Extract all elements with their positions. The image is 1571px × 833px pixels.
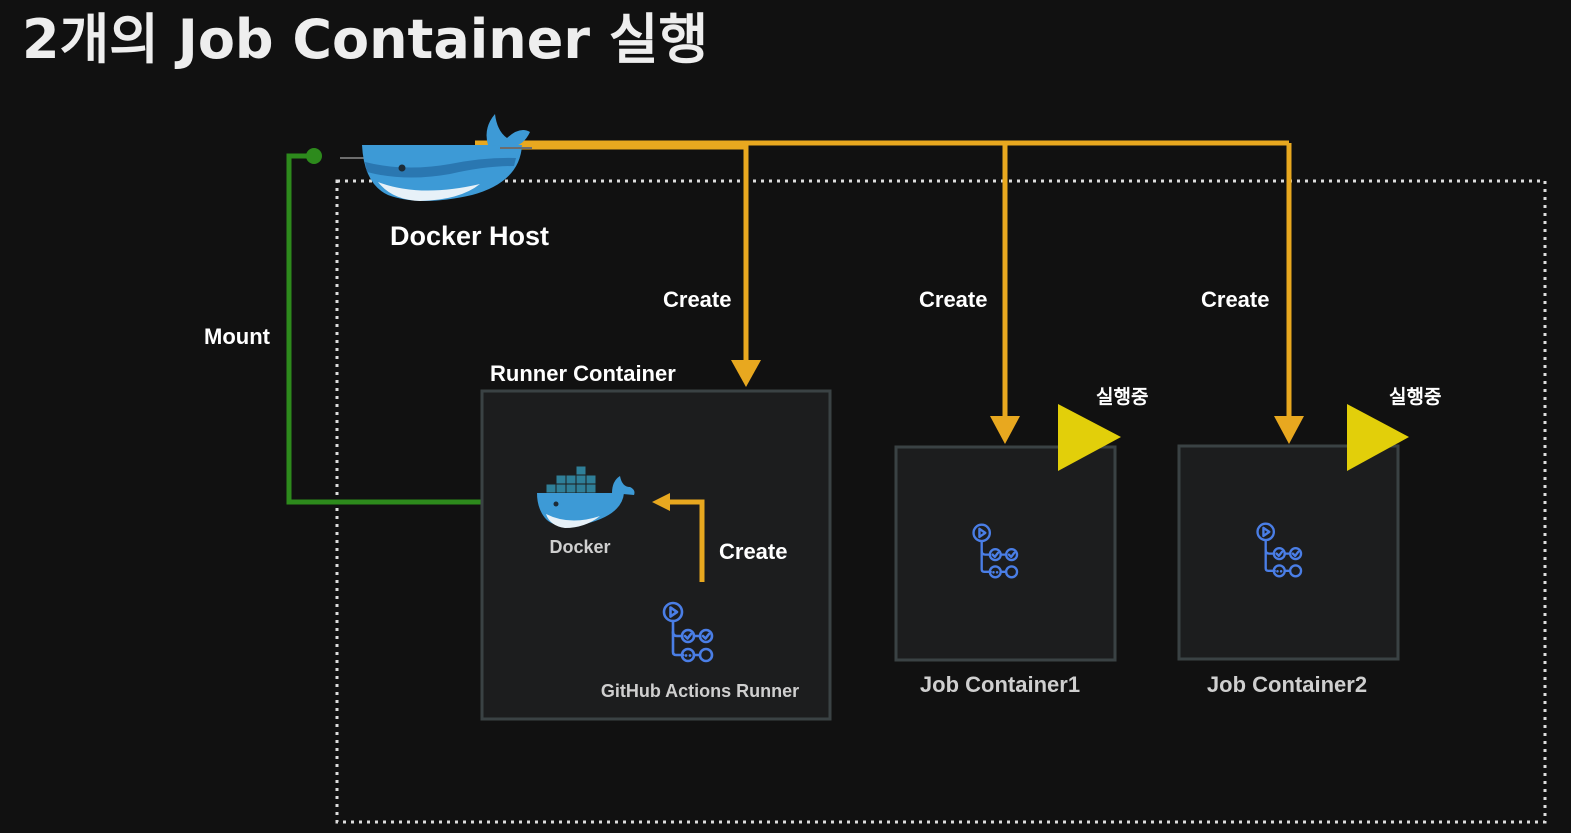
running-triangle-icon: [1058, 404, 1121, 471]
docker-whale-icon: [537, 465, 635, 528]
mount-line: [286, 153, 498, 505]
create-arrows: [475, 140, 1304, 444]
docker-label: Docker: [549, 537, 610, 557]
create-label-job2: Create: [1201, 287, 1269, 312]
page-title: 2개의 Job Container 실행: [22, 8, 708, 71]
create-arrowhead-job1: [990, 416, 1020, 444]
runner-container-label: Runner Container: [490, 361, 676, 386]
create-arrowhead-runner: [731, 360, 761, 387]
create-line-runner: [475, 144, 749, 362]
inner-create-line: [668, 499, 705, 582]
job-container1-status: 실행중: [1096, 386, 1148, 408]
job-container2-status: 실행중: [1389, 386, 1441, 408]
docker-host-whale-icon: [340, 114, 532, 201]
mount-connector: [286, 148, 506, 510]
job-container1-label: Job Container1: [920, 672, 1080, 697]
runner-container-box: [480, 389, 832, 721]
docker-host-label: Docker Host: [390, 221, 549, 251]
create-label-runner: Create: [663, 287, 731, 312]
running-triangle-icon: [1347, 404, 1409, 471]
create-label-job1: Create: [919, 287, 987, 312]
mount-label: Mount: [204, 324, 271, 349]
inner-create-arrowhead: [652, 493, 670, 511]
github-actions-runner-label: GitHub Actions Runner: [601, 681, 799, 701]
create-arrowhead-job2: [1274, 416, 1304, 444]
mount-endpoint-host: [306, 148, 322, 164]
inner-create-arrow: [652, 493, 705, 582]
job-container2-label: Job Container2: [1207, 672, 1367, 697]
create-label-inner: Create: [719, 539, 787, 564]
